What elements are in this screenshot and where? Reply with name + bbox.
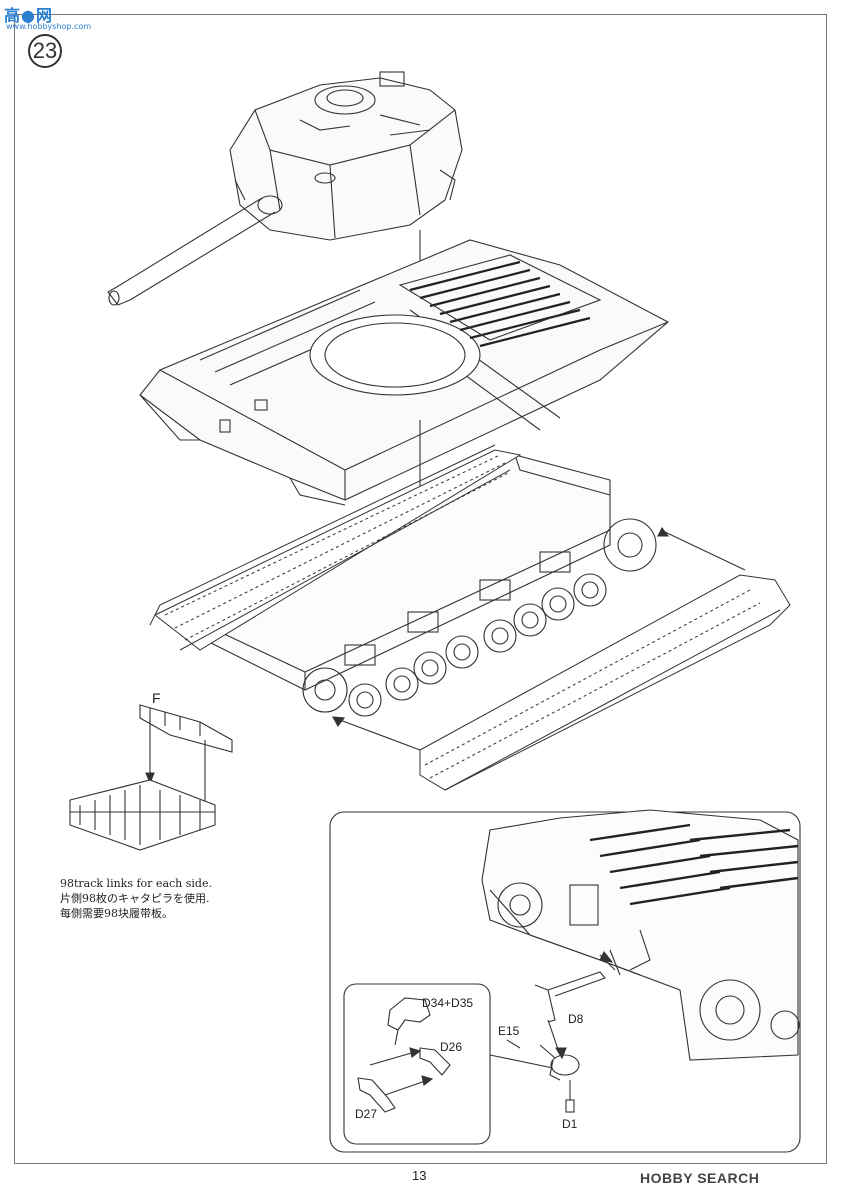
sub-detail-parts-drawing	[357, 997, 451, 1113]
site-logo-url: www.hobbyshop.com	[6, 22, 92, 31]
sub-detail-inset-border	[343, 983, 491, 1145]
hull-upper-drawing	[139, 239, 669, 506]
inset-hull-detail-drawing	[481, 809, 800, 1061]
site-logo: 高●网	[4, 6, 53, 25]
road-wheels-drawing	[302, 518, 657, 717]
track-right-drawing	[419, 574, 791, 791]
note-line-chinese: 每側需要98块履带板。	[60, 907, 173, 920]
part-label-e15: E15	[498, 1024, 520, 1038]
watermark: HOBBY SEARCH	[640, 1170, 760, 1186]
page-number: 13	[412, 1168, 427, 1183]
track-link-parts-drawing	[69, 704, 233, 851]
track-links-note: 98track links for each side. 片側98枚のキャタピラ…	[60, 876, 212, 921]
track-part-label: F	[152, 690, 161, 706]
part-label-d1: D1	[562, 1117, 578, 1131]
note-line-english: 98track links for each side.	[60, 877, 212, 890]
part-label-d34-d35: D34+D35	[422, 996, 474, 1010]
part-label-d27: D27	[355, 1107, 378, 1121]
inset-small-parts-drawing	[489, 950, 616, 1113]
detail-inset-border	[329, 811, 801, 1153]
page-border	[14, 14, 827, 1164]
part-label-d26: D26	[440, 1040, 463, 1054]
note-line-japanese: 片側98枚のキャタピラを使用.	[60, 892, 210, 905]
track-left-drawing	[149, 444, 522, 651]
step-number-badge: 23	[28, 34, 62, 68]
part-label-d8: D8	[568, 1012, 584, 1026]
turret-drawing	[107, 71, 463, 306]
